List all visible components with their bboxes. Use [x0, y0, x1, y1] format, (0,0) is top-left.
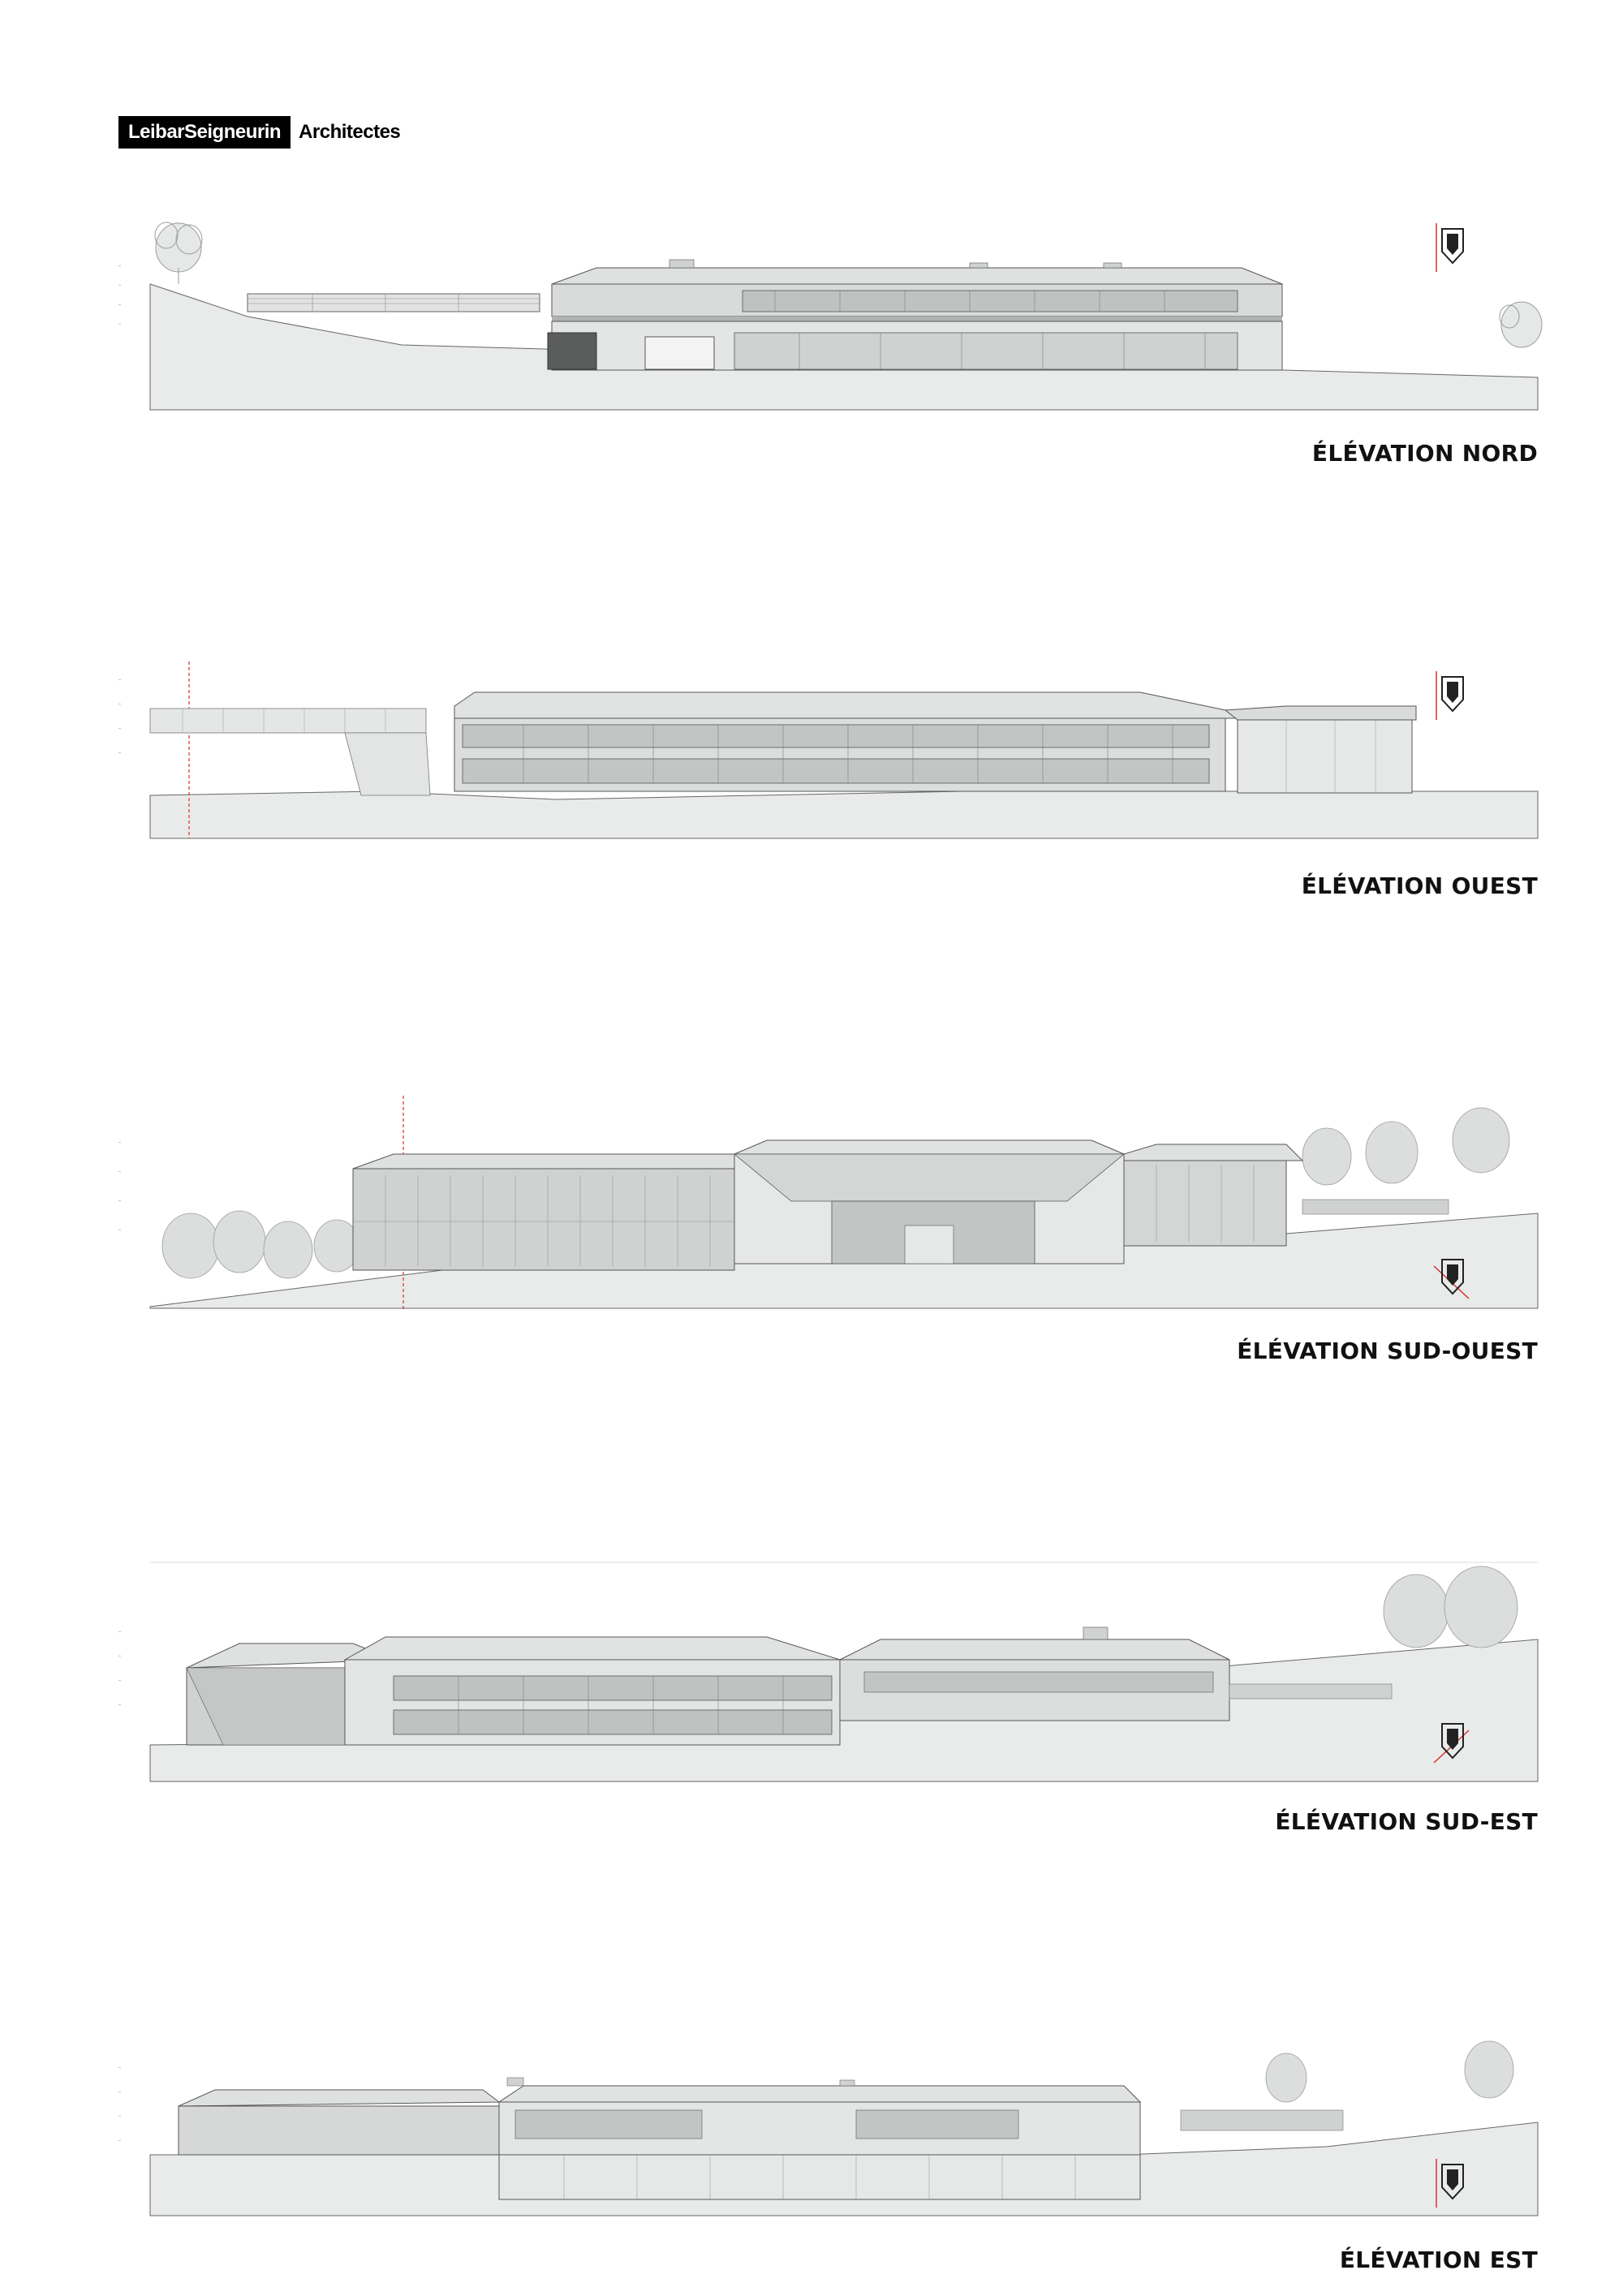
orientation-key-est: [1432, 2155, 1522, 2212]
title-elevation-est: ÉLÉVATION EST: [1339, 2246, 1538, 2273]
orientation-key-sud-ouest: [1432, 1250, 1522, 1307]
shield-icon: [1436, 223, 1464, 272]
elevation-ouest-drawing: [149, 661, 1539, 844]
shield-icon: [1436, 671, 1464, 720]
elevation-est-drawing: [149, 2033, 1539, 2220]
title-elevation-sud-est: ÉLÉVATION SUD-EST: [1275, 1808, 1538, 1835]
elevation-sud-est-svg: [149, 1562, 1539, 1782]
title-elevation-ouest: ÉLÉVATION OUEST: [1301, 872, 1538, 899]
elevation-nord-drawing: [149, 203, 1543, 414]
elevation-ouest-svg: [149, 661, 1539, 839]
level-markers-est: ————: [118, 2066, 122, 2143]
logo-suffix: Architectes: [299, 121, 401, 143]
orientation-key-nord: [1432, 219, 1522, 276]
elevation-sud-ouest-svg: [149, 1096, 1539, 1311]
title-elevation-sud-ouest: ÉLÉVATION SUD-OUEST: [1237, 1338, 1538, 1364]
shield-icon: [1436, 2159, 1464, 2208]
elevation-nord-svg: [149, 222, 1543, 411]
elevation-sud-ouest-drawing: [149, 1096, 1539, 1315]
level-markers-ouest: ————: [118, 678, 122, 756]
shield-icon: [1433, 1259, 1470, 1299]
orientation-key-sud-est: [1432, 1714, 1522, 1771]
level-markers-sud-ouest: ————: [118, 1140, 122, 1233]
logo-brand: LeibarSeigneurin: [118, 116, 291, 149]
shield-icon: [1433, 1723, 1470, 1764]
architect-logo: LeibarSeigneurin Architectes: [118, 116, 401, 149]
level-markers-nord: ————: [118, 264, 122, 327]
title-elevation-nord: ÉLÉVATION NORD: [1311, 440, 1538, 467]
elevation-est-svg: [149, 2040, 1539, 2216]
level-markers-sud-est: ————: [118, 1630, 122, 1708]
orientation-key-ouest: [1432, 667, 1522, 724]
elevation-sud-est-drawing: [149, 1562, 1539, 1786]
